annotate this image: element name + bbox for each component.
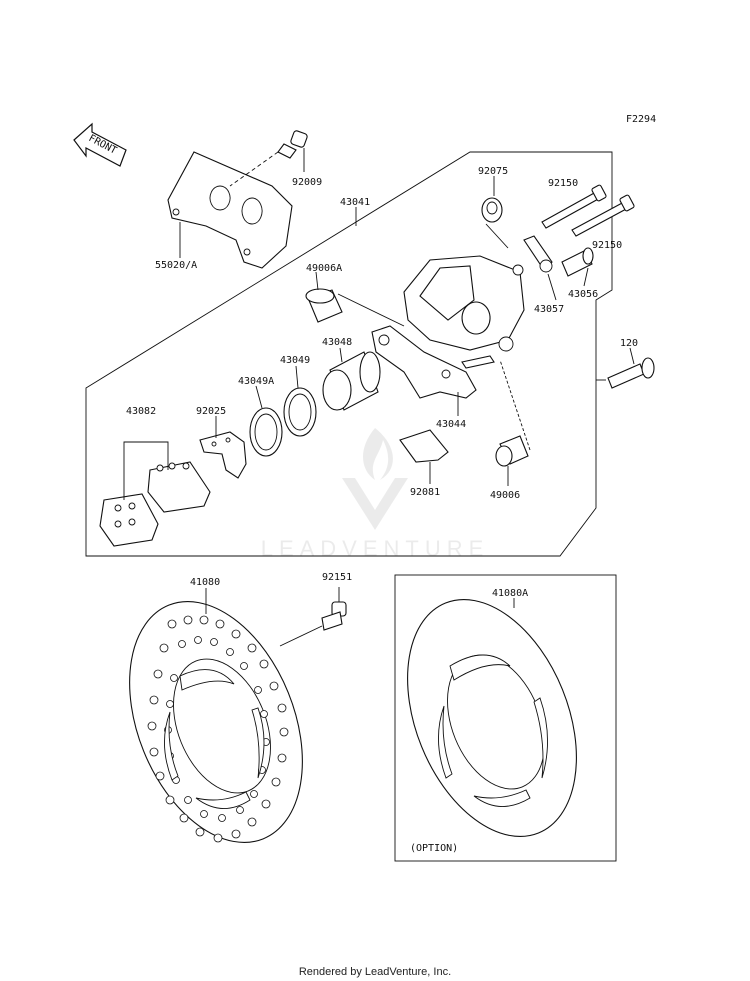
label-92075: 92075 bbox=[478, 166, 508, 177]
boot-92075 bbox=[481, 197, 503, 223]
link-43057 bbox=[523, 235, 553, 273]
label-41080A: 41080A bbox=[492, 588, 528, 599]
pin-49006 bbox=[495, 435, 529, 467]
piston-43048 bbox=[322, 351, 381, 411]
label-92025: 92025 bbox=[196, 406, 226, 417]
pin-92150-a bbox=[541, 184, 607, 229]
caliper-holder bbox=[371, 325, 495, 399]
pin-92150-b bbox=[571, 194, 635, 237]
leader-lines bbox=[179, 148, 635, 486]
caliper-body bbox=[403, 255, 525, 352]
seal-43049A bbox=[249, 407, 283, 457]
seal-43049 bbox=[283, 387, 317, 437]
footer-credit: Rendered by LeadVenture, Inc. bbox=[299, 966, 451, 978]
label-120: 120 bbox=[620, 338, 638, 349]
boot-49006A bbox=[305, 288, 405, 327]
label-43048: 43048 bbox=[322, 337, 352, 348]
label-55020A: 55020/A bbox=[155, 260, 197, 271]
caliper-bracket bbox=[167, 151, 293, 269]
assembly-frame bbox=[85, 151, 613, 557]
watermark-text: LEADVENTURE bbox=[261, 536, 490, 561]
front-arrow: FRONT bbox=[73, 122, 127, 167]
label-41080: 41080 bbox=[190, 577, 220, 588]
brake-disc-41080 bbox=[129, 601, 303, 843]
part-labels: 92009 55020/A 43041 92075 92150 92150 49… bbox=[126, 166, 638, 854]
watermark: LEADVENTURE bbox=[261, 428, 490, 561]
brake-pad-b bbox=[99, 493, 159, 547]
label-92081: 92081 bbox=[410, 487, 440, 498]
spring-92025 bbox=[199, 431, 247, 479]
bolt-120 bbox=[607, 357, 655, 389]
brake-disc-41080A bbox=[407, 599, 577, 837]
bolt-92009 bbox=[229, 130, 308, 187]
label-49006A: 49006A bbox=[306, 263, 342, 274]
label-43057: 43057 bbox=[534, 304, 564, 315]
clip-92081 bbox=[399, 429, 449, 463]
label-49006: 49006 bbox=[490, 490, 520, 501]
brake-pad-a bbox=[147, 461, 211, 513]
label-43044: 43044 bbox=[436, 419, 466, 430]
label-option: (OPTION) bbox=[410, 843, 458, 854]
label-43056: 43056 bbox=[568, 289, 598, 300]
label-92151: 92151 bbox=[322, 572, 352, 583]
label-92150-a: 92150 bbox=[548, 178, 578, 189]
diagram-code: F2294 bbox=[626, 114, 656, 125]
bolt-92151 bbox=[279, 587, 347, 647]
leader-43082 bbox=[123, 441, 169, 500]
label-92009: 92009 bbox=[292, 177, 322, 188]
label-43049A: 43049A bbox=[238, 376, 274, 387]
option-box bbox=[394, 574, 617, 862]
disc-holes bbox=[147, 615, 289, 843]
label-43041: 43041 bbox=[340, 197, 370, 208]
label-43049: 43049 bbox=[280, 355, 310, 366]
bleeder-43056 bbox=[561, 247, 594, 277]
label-92150-b: 92150 bbox=[592, 240, 622, 251]
label-43082: 43082 bbox=[126, 406, 156, 417]
